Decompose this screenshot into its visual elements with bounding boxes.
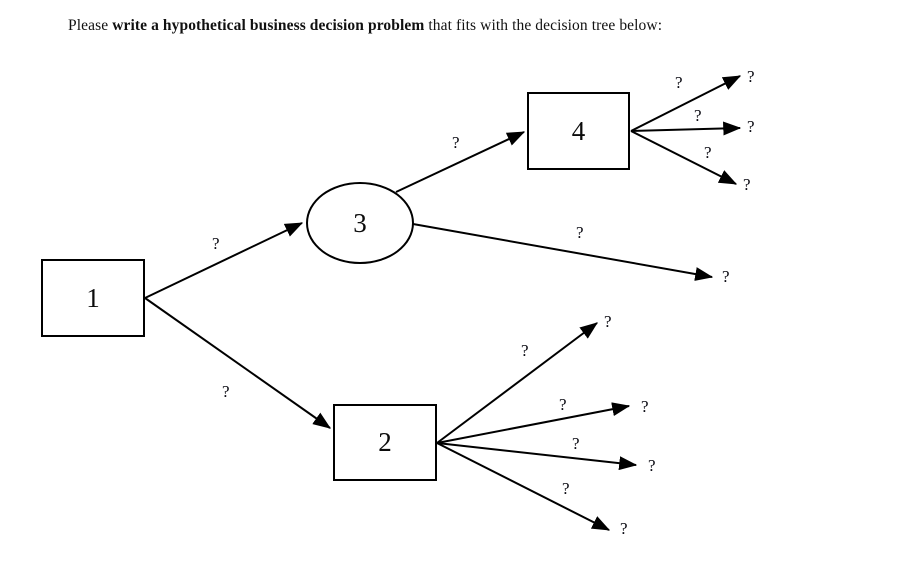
terminal-2c: ? — [648, 456, 656, 475]
edge-label-4-to-terminal-4b: ? — [694, 106, 702, 125]
edge-2-to-terminal-2d — [436, 442, 611, 531]
edge-label-2-to-terminal-2b: ? — [559, 395, 567, 414]
edge-label-4-to-terminal-4a: ? — [675, 73, 683, 92]
edge-label-2-to-terminal-2c: ? — [572, 434, 580, 453]
node-2[interactable]: 2 — [333, 404, 437, 481]
edge-4-to-terminal-4b — [630, 121, 742, 136]
node-4-label: 4 — [571, 115, 586, 146]
edge-label-3-to-4: ? — [452, 133, 460, 152]
terminal-2b: ? — [641, 397, 649, 416]
edge-label-3-to-terminal-3b: ? — [576, 223, 584, 242]
edge-label-1-to-3: ? — [212, 234, 220, 253]
edge-3-to-4 — [395, 131, 526, 193]
prompt-emphasis: write a hypothetical business decision p… — [112, 17, 425, 34]
node-3-label: 3 — [353, 207, 367, 238]
edge-2-to-terminal-2b — [436, 402, 631, 444]
edge-3-to-terminal-3b — [412, 223, 714, 281]
edge-label-2-to-terminal-2d: ? — [562, 479, 570, 498]
edge-1-to-2 — [144, 297, 331, 429]
terminal-4a: ? — [747, 67, 755, 86]
node-2-label: 2 — [378, 427, 392, 457]
terminal-4b: ? — [747, 117, 755, 136]
node-1-label: 1 — [86, 282, 100, 313]
node-1[interactable]: 1 — [41, 259, 145, 337]
edge-label-4-to-terminal-4c: ? — [704, 143, 712, 162]
edge-4-to-terminal-4a — [630, 75, 742, 132]
edge-label-2-to-terminal-2a: ? — [521, 341, 529, 360]
terminal-2a: ? — [604, 312, 612, 331]
edge-1-to-3 — [144, 222, 304, 299]
terminal-2d: ? — [620, 519, 628, 538]
edge-4-to-terminal-4c — [630, 130, 738, 185]
node-4[interactable]: 4 — [527, 92, 630, 170]
terminal-3b: ? — [722, 267, 730, 286]
edge-label-1-to-2: ? — [222, 382, 230, 401]
edge-2-to-terminal-2a — [436, 322, 598, 444]
page-title: Please write a hypothetical business dec… — [68, 16, 662, 36]
terminal-4c: ? — [743, 175, 751, 194]
edge-2-to-terminal-2c — [436, 442, 638, 471]
prompt-tail: that fits with the decision tree below: — [424, 17, 663, 34]
node-3[interactable]: 3 — [306, 182, 414, 264]
prompt-lead: Please — [68, 17, 113, 34]
